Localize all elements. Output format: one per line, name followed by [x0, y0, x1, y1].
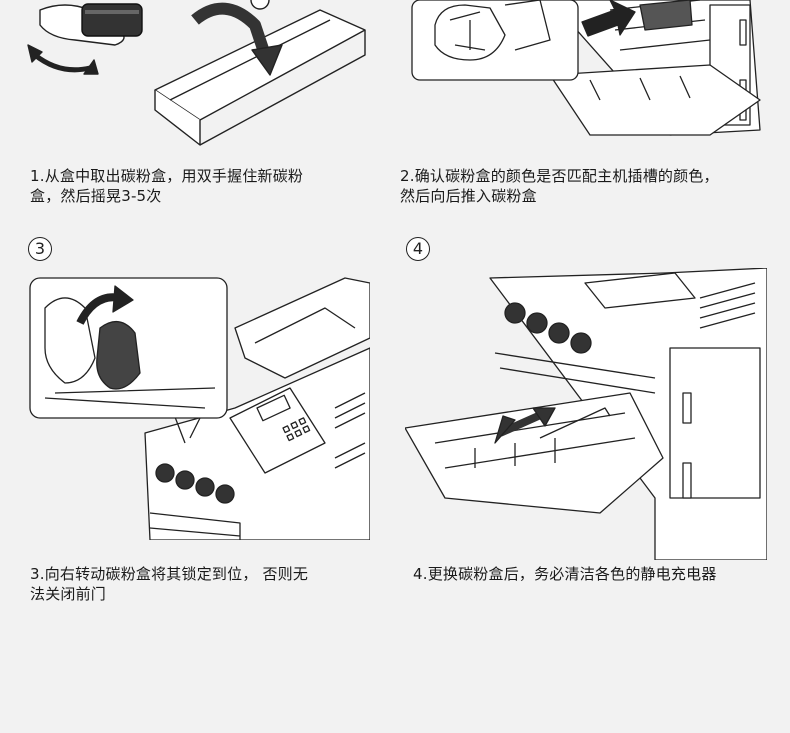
step2-caption-line2: 然后向后推入碳粉盒: [400, 187, 537, 205]
step3-caption-line1: 3.向右转动碳粉盒将其锁定到位， 否则无: [30, 565, 309, 583]
step4-number-badge: 4: [406, 237, 430, 261]
step1-caption: 1.从盒中取出碳粉盒，用双手握住新碳粉 盒，然后摇晃3-5次: [30, 166, 303, 206]
step2-illustration: [410, 0, 770, 145]
step3-illustration: [25, 268, 370, 540]
step4-caption: 4.更换碳粉盒后，务必清洁各色的静电充电器: [413, 564, 717, 584]
step1-caption-line1: 1.从盒中取出碳粉盒，用双手握住新碳粉: [30, 167, 304, 185]
step2-caption: 2.确认碳粉盒的颜色是否匹配主机插槽的颜色， 然后向后推入碳粉盒: [400, 166, 719, 206]
step4-caption-line1: 4.更换碳粉盒后，务必清洁各色的静电充电器: [413, 565, 717, 583]
step3-caption-line2: 法关闭前门: [30, 585, 107, 603]
step3-number-badge: 3: [28, 237, 52, 261]
step1-illustration: [20, 0, 370, 150]
step1-caption-line2: 盒，然后摇晃3-5次: [30, 187, 162, 205]
step4-illustration: [405, 268, 767, 560]
step3-caption: 3.向右转动碳粉盒将其锁定到位， 否则无 法关闭前门: [30, 564, 308, 604]
step2-caption-line1: 2.确认碳粉盒的颜色是否匹配主机插槽的颜色，: [400, 167, 719, 185]
